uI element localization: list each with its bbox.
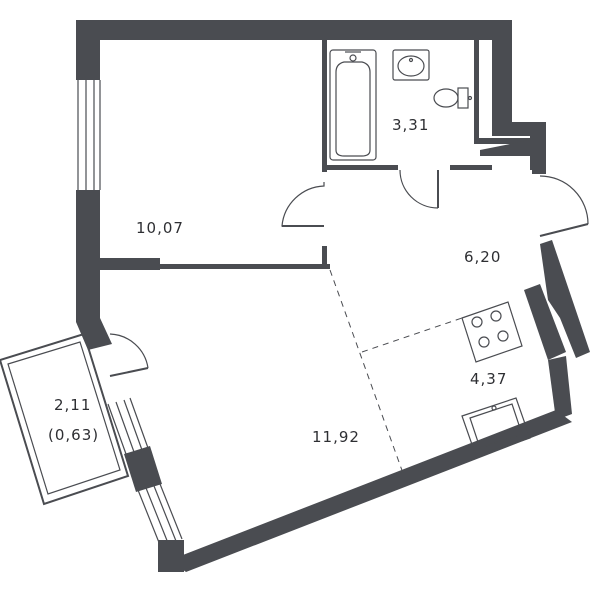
windows <box>77 80 183 546</box>
toilet-icon <box>433 88 459 108</box>
wall-bath-right-ledge <box>474 138 530 144</box>
hall-area-label: 6,20 <box>464 248 501 266</box>
balcony-outer <box>0 332 130 506</box>
wall-top <box>76 20 512 40</box>
wall-right-lower <box>540 240 590 358</box>
wall-bath-right <box>474 40 479 140</box>
interior-walls <box>100 40 546 270</box>
balcony-reduced-area-label: (0,63) <box>48 426 99 444</box>
bedroom-area-label: 10,07 <box>136 219 184 237</box>
faucet-icon <box>349 54 357 62</box>
stove <box>461 301 523 363</box>
wall-mid-column <box>124 446 162 492</box>
living-area-label: 11,92 <box>312 428 360 446</box>
wall-right-notch <box>492 122 546 170</box>
bathtub-basin-icon <box>335 61 371 157</box>
balcony-area-label: 2,11 <box>54 396 91 414</box>
wall-bedroom-bottom <box>160 264 330 269</box>
kitchen-sink <box>461 397 531 457</box>
zone-dividers <box>329 269 463 477</box>
kitchen-sink-basin-icon <box>469 403 523 449</box>
wall-right-upper <box>492 20 512 136</box>
balcony-door-swing <box>109 333 149 369</box>
wall-bedroom-right-upper <box>322 40 327 172</box>
wall-left-lower <box>76 190 112 350</box>
wall-bottom <box>170 410 572 572</box>
wall-bedroom-right-lower <box>322 246 327 269</box>
burner-icon <box>478 336 490 348</box>
sink-basin-icon <box>397 55 425 77</box>
doors <box>109 169 589 377</box>
balcony <box>0 332 130 506</box>
bathroom-door-swing <box>399 169 439 209</box>
burner-icon <box>497 330 509 342</box>
wall-bottom-left-pillar <box>158 540 184 572</box>
entrance-door-swing <box>539 175 589 225</box>
wall-hall-right <box>532 168 546 174</box>
wall-bath-bottom-left <box>322 165 398 170</box>
wall-bath-bottom-right <box>450 165 492 170</box>
bedroom-door-swing <box>281 182 325 227</box>
wall-shaft-wedge <box>480 140 530 156</box>
bathtub <box>329 49 377 161</box>
kitchen-area-label: 4,37 <box>470 370 507 388</box>
wall-right-bottom <box>548 356 572 420</box>
burner-icon <box>490 310 502 322</box>
bathroom-fixtures <box>329 49 473 161</box>
bathroom-area-label: 3,31 <box>392 116 429 134</box>
burner-icon <box>471 316 483 328</box>
exterior-walls <box>76 20 590 572</box>
balcony-inner <box>7 341 121 495</box>
room-labels: 10,07 3,31 6,20 4,37 11,92 2,11 (0,63) <box>48 116 507 446</box>
wall-right-pillar <box>524 284 566 360</box>
kitchen-fixtures <box>461 301 531 457</box>
wall-left-upper <box>76 20 100 80</box>
sink <box>392 49 430 81</box>
wall-bedroom-bottom-stub <box>100 258 160 270</box>
